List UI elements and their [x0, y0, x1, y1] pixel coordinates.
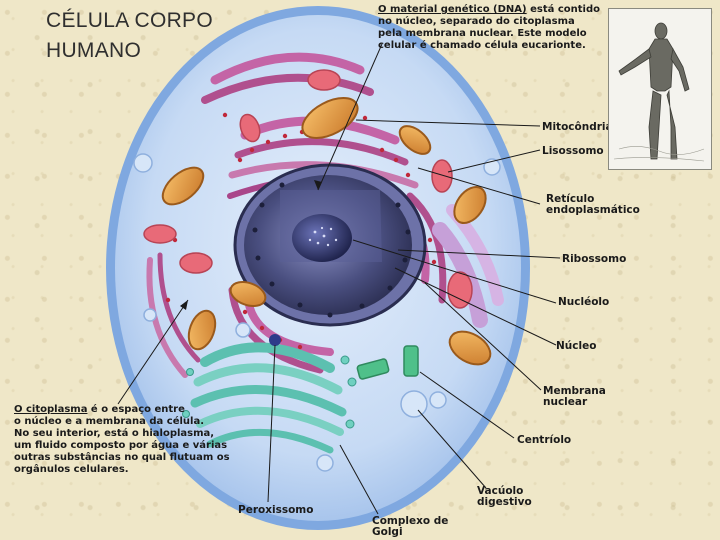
label-ribossomo: Ribossomo [562, 253, 626, 265]
title-line-1: CÉLULA CORPO [46, 9, 213, 32]
label-lisossomo: Lisossomo [542, 145, 604, 157]
cytoplasm-note-rest: é o espaço entre [87, 403, 185, 415]
muscle-figure-icon [609, 9, 711, 169]
title-line-2: HUMANO [46, 39, 142, 62]
cytoplasm-note-line5: outras substâncias no qual flutuam os [14, 451, 230, 463]
label-vacuolo-2: digestivo [477, 496, 532, 508]
label-centriolo: Centríolo [517, 434, 571, 446]
label-reticulo-1: Retículo [546, 193, 594, 205]
centrioles [356, 345, 419, 380]
leader-arrowheads [180, 180, 322, 310]
peroxisome [269, 334, 281, 346]
label-nucleo: Núcleo [556, 340, 596, 352]
label-membrana-1: Membrana [543, 385, 606, 397]
cytoplasm-note-bold: O citoplasma [14, 404, 87, 415]
label-reticulo-2: endoplasmático [546, 204, 640, 216]
cytoplasm-note-line4: um fluido composto por água e várias [14, 439, 227, 451]
nucleolus [292, 214, 352, 262]
dna-note-bold: O material genético (DNA) [378, 3, 527, 15]
nucleolus-granules [308, 226, 338, 247]
golgi-apparatus [190, 342, 347, 454]
leader-lines [117, 43, 561, 515]
label-membrana-2: nuclear [543, 396, 588, 408]
dna-note-rest: está contido [527, 3, 601, 15]
label-peroxissomo: Peroxissomo [238, 504, 313, 516]
cytoplasm-note-line6: orgânulos celulares. [14, 463, 129, 475]
cytoplasm-note-line3: No seu interior, está o hialoplasma, [14, 427, 214, 439]
dna-note-line3: pela membrana nuclear. Este modelo [378, 28, 587, 39]
mitochondria [161, 97, 492, 366]
golgi-vesicles [182, 355, 357, 429]
dna-note-line4: celular é chamado célula eucarionte. [378, 39, 586, 51]
page-title: CÉLULA CORPO HUMANO [46, 6, 213, 66]
label-golgi-1: Complexo de [372, 515, 448, 527]
vesicles [133, 153, 501, 472]
nuclear-pores [252, 182, 411, 318]
cytoplasm-note: O citoplasma é o espaço entre o núcleo e… [14, 403, 230, 475]
anatomy-illustration [608, 8, 712, 170]
label-vacuolo-1: Vacúolo [477, 485, 523, 497]
lysosomes [143, 69, 473, 309]
cytoplasm-note-line2: o núcleo e a membrana da célula. [14, 415, 204, 427]
svg-text:O citoplasma é o espaço entre: O citoplasma é o espaço entre [14, 403, 185, 415]
label-golgi-2: Golgi [372, 526, 403, 538]
svg-text:O material genético (DNA) está: O material genético (DNA) está contido [378, 3, 600, 15]
dna-note-line2: no núcleo, separado do citoplasma [378, 15, 575, 27]
dna-note: O material genético (DNA) está contido n… [378, 3, 600, 51]
label-mitocondria: Mitocôndria [542, 121, 613, 133]
label-nucleolo: Nucléolo [558, 296, 609, 308]
